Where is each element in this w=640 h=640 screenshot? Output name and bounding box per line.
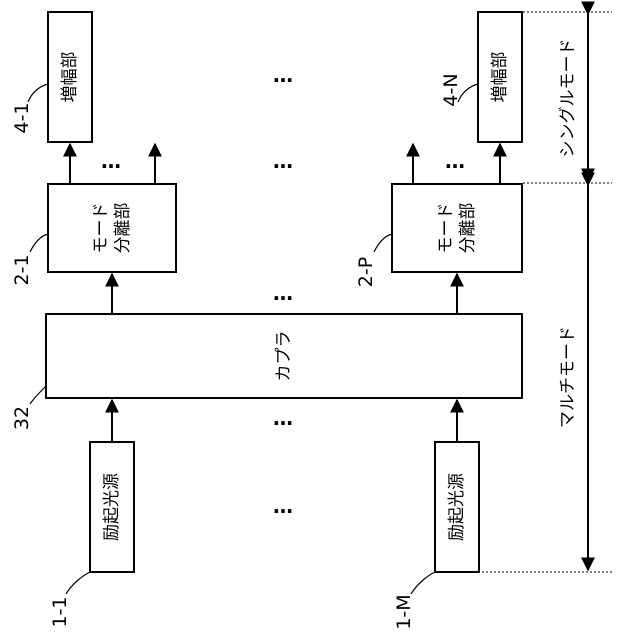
mode-demux-box-right [392,184,522,272]
coupler-label: カプラ [274,331,294,382]
leader-1-M [411,572,435,594]
ref-label-2-P: 2-P [355,257,377,287]
leader-32 [30,386,46,404]
pump-source-label-left: 励起光源 [102,473,122,541]
ref-label-4-1: 4-1 [11,102,33,133]
ellipsis-demux-right-outputs: … [445,149,467,173]
multi-mode-label: マルチモード [558,326,578,428]
ref-label-32: 32 [11,406,33,430]
amplifier-label-left: 増幅部 [60,52,80,103]
mode-demux-label-left-line2: 分離部 [113,203,133,254]
single-mode-label: シングルモード [558,39,578,158]
mode-demux-label-right-line1: モード [436,203,456,254]
leader-4-1 [28,84,48,102]
leader-2-1 [30,234,48,252]
leader-2-P [374,234,392,252]
ellipsis-outputs-middle: … [273,149,295,173]
mode-demux-label-right-line2: 分離部 [458,203,478,254]
ellipsis-demux: … [273,281,295,305]
mode-demux-label-left-line1: モード [91,203,111,254]
ref-label-1-1: 1-1 [49,596,71,627]
ref-label-4-N: 4-N [440,73,462,106]
leader-1-1 [66,572,90,594]
ref-label-1-M: 1-M [393,594,415,629]
ellipsis-amplifiers: … [273,63,295,87]
pump-source-label-right: 励起光源 [447,473,467,541]
mode-demux-box-left [48,184,176,272]
ellipsis-demux-left-outputs: … [101,149,123,173]
amplifier-label-right: 増幅部 [490,52,510,103]
ellipsis-sources: … [273,494,295,518]
ellipsis-coupler-inputs: … [273,406,295,430]
ref-label-2-1: 2-1 [11,254,33,285]
